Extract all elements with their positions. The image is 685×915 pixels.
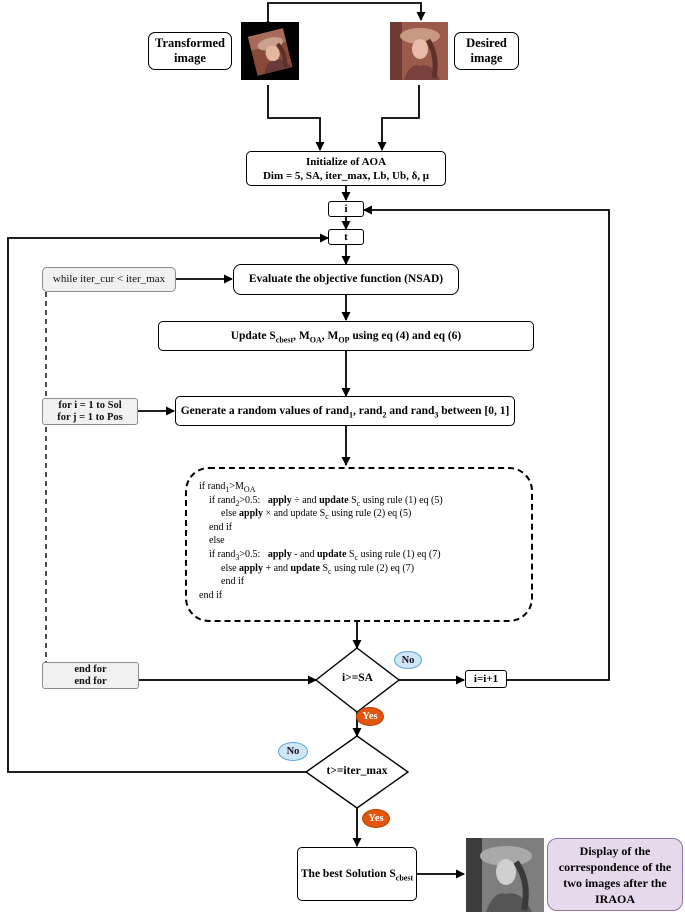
- initialize-title: Initialize of AOA: [305, 155, 387, 168]
- desired-image-label: Desired image: [454, 32, 519, 70]
- counter-i: i: [328, 201, 364, 217]
- for-i-label: for i = 1 to Sol: [58, 399, 122, 411]
- image-link-arrow: [263, 2, 426, 28]
- cond-line-6: if rand3>0.5: apply - and update Sc usin…: [209, 548, 441, 562]
- increment-to-i-arrow: [363, 205, 610, 681]
- desired-image-graphic: [390, 22, 448, 80]
- decision-2-yes-badge: Yes: [362, 809, 390, 828]
- update-box: Update Scbest, MOA, MOP using eq (4) and…: [158, 321, 534, 351]
- while-loop-label: while iter_cur < iter_max: [42, 267, 176, 292]
- result-image-graphic: [466, 838, 544, 912]
- increment-i-box: i=i+1: [465, 670, 507, 688]
- cond-line-7: else apply + and update Sc using rule (2…: [221, 562, 415, 576]
- decision-1-no-badge: No: [394, 651, 422, 669]
- for-j-label: for j = 1 to Pos: [57, 411, 123, 423]
- cond-line-9: end if: [199, 589, 223, 601]
- decision-2-label: t>=iter_max: [326, 765, 388, 777]
- cond-line-2: if rand2>0.5: apply ÷ and update Sc usin…: [209, 494, 443, 508]
- decision2-to-t-arrow: [7, 233, 329, 773]
- cond-line-8: end if: [221, 576, 245, 588]
- cond-line-1: if rand1>MOA: [199, 481, 256, 494]
- desired-to-init-arrow: [377, 85, 420, 151]
- best-solution-text: The best Solution Scbest: [300, 867, 414, 882]
- end-for-2: end for: [74, 675, 107, 687]
- transformed-image-graphic: [247, 28, 293, 76]
- display-correspondence-panel: Display of the correspondence of the two…: [547, 838, 683, 911]
- transformed-image-photo: [241, 22, 299, 80]
- evaluate-objective-box: Evaluate the objective function (NSAD): [233, 264, 459, 295]
- cond-line-4: end if: [209, 521, 233, 533]
- end-for-1: end for: [74, 663, 107, 675]
- end-for-label: end for end for: [42, 662, 139, 689]
- initialize-params: Dim = 5, SA, iter_max, Lb, Ub, δ, μ: [262, 169, 430, 182]
- transformed-to-init-arrow: [267, 85, 325, 151]
- update-text: Update Scbest, MOA, MOP using eq (4) and…: [230, 329, 462, 344]
- best-solution-box: The best Solution Scbest: [297, 847, 417, 901]
- cond-line-5: else: [209, 535, 225, 547]
- cond-line-3: else apply × and update Sc using rule (2…: [221, 508, 412, 522]
- desired-image-photo: [390, 22, 448, 80]
- for-loops-label: for i = 1 to Sol for j = 1 to Pos: [42, 398, 138, 425]
- decision-2-no-badge: No: [278, 742, 308, 761]
- initialize-box: Initialize of AOA Dim = 5, SA, iter_max,…: [246, 151, 446, 186]
- decision-1-yes-badge: Yes: [356, 707, 384, 726]
- transformed-image-label: Transformed image: [148, 32, 232, 70]
- generate-text: Generate a random values of rand1, rand2…: [180, 404, 510, 419]
- decision-1-label: i>=SA: [341, 672, 373, 684]
- result-image-photo: [466, 838, 544, 912]
- conditional-block: if rand1>MOA if rand2>0.5: apply ÷ and u…: [185, 467, 533, 622]
- counter-t: t: [328, 229, 364, 245]
- generate-random-box: Generate a random values of rand1, rand2…: [175, 396, 515, 426]
- decision-2-shape: [304, 735, 410, 809]
